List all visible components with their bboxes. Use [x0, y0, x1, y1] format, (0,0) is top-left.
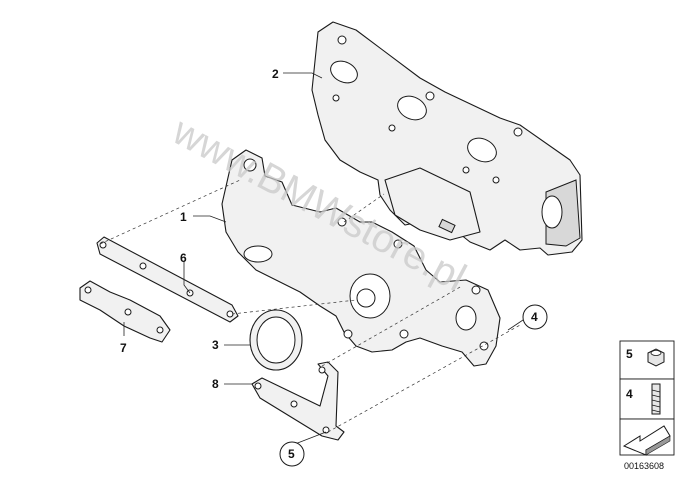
- callout-8: 8: [212, 377, 219, 391]
- callout-4-circle: [522, 304, 548, 330]
- callout-5-circle: [279, 441, 305, 467]
- callout-6: 6: [180, 251, 187, 265]
- callout-2: 2: [272, 67, 279, 81]
- part-1-exhaust-manifold[interactable]: [221, 149, 501, 367]
- assembly-lines: [99, 179, 523, 433]
- callout-labels: 2 1 6 7 3 8 4 5: [120, 67, 548, 467]
- legend-panel: 5 4 00163608: [619, 340, 675, 471]
- part-3-sealing-ring[interactable]: [249, 309, 303, 371]
- part-7-gasket-strip[interactable]: [79, 280, 171, 343]
- stud-bolt-icon: [651, 383, 661, 415]
- callout-1: 1: [180, 210, 187, 224]
- hex-nut-icon: [647, 348, 665, 367]
- callout-5: 5: [288, 447, 295, 461]
- legend-number-5: 5: [626, 347, 633, 361]
- part-2-heat-shield[interactable]: [311, 21, 583, 256]
- callout-4: 4: [531, 310, 538, 324]
- leader-lines: [123, 72, 527, 445]
- document-number: 00163608: [624, 461, 664, 471]
- direction-arrow-icon: [622, 425, 671, 456]
- part-8-gasket-bracket[interactable]: [251, 361, 345, 441]
- part-6-gasket-strip[interactable]: [96, 236, 239, 323]
- legend-number-4: 4: [626, 387, 633, 401]
- callout-7: 7: [120, 341, 127, 355]
- callout-3: 3: [212, 338, 219, 352]
